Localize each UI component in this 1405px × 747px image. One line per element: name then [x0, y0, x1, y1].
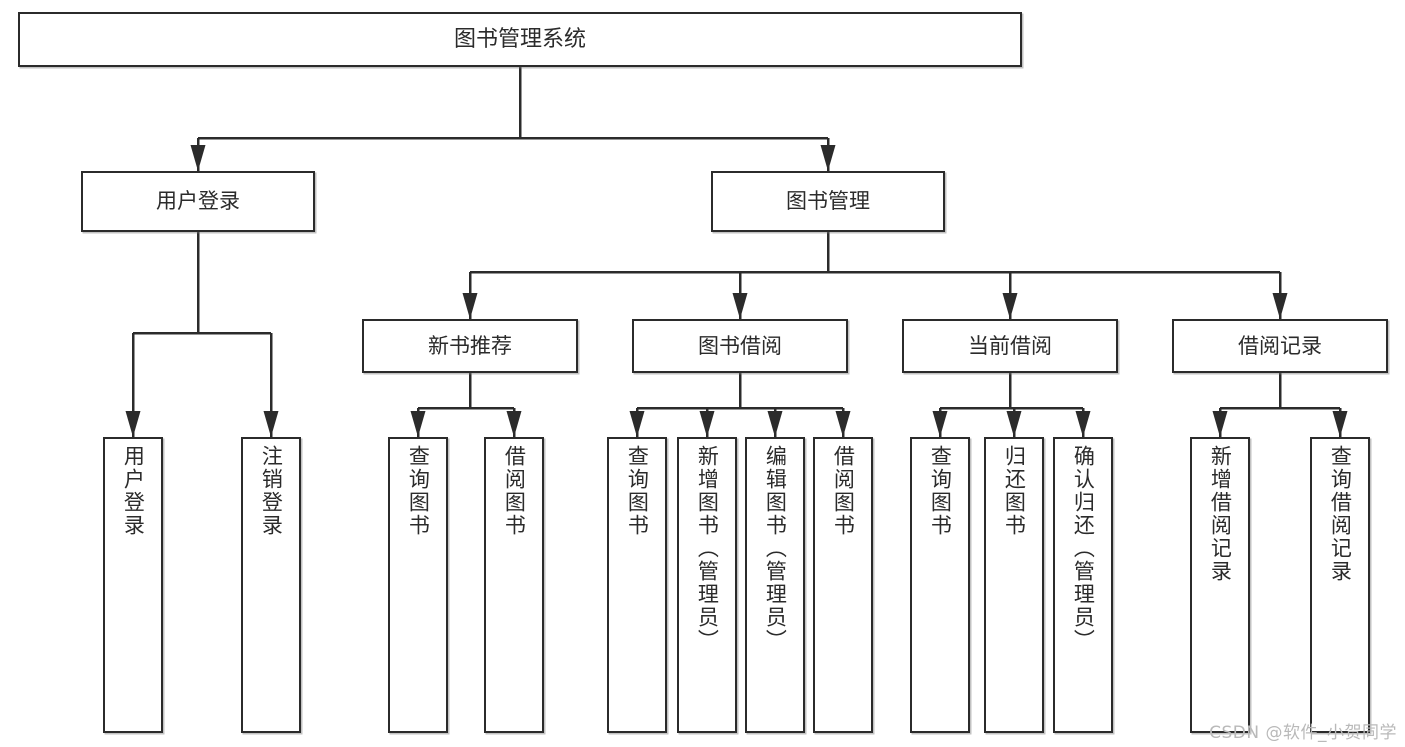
node-leaf-edit-book-label: 编辑图书（管理员）: [763, 445, 788, 652]
node-leaf-add-book[interactable]: 新增图书（管理员）: [677, 437, 737, 733]
watermark: CSDN @软件_小贺同学: [1209, 723, 1397, 743]
node-leaf-add-borrow-record[interactable]: 新增借阅记录: [1190, 437, 1250, 733]
node-leaf-query-book-current[interactable]: 查询图书: [910, 437, 970, 733]
node-new-book-recommend[interactable]: 新书推荐: [362, 319, 578, 373]
node-leaf-confirm-return-label: 确认归还（管理员）: [1071, 445, 1096, 652]
node-leaf-borrow-book-label: 借阅图书: [831, 445, 856, 537]
node-leaf-user-logout-label: 注销登录: [259, 445, 284, 537]
node-leaf-user-login[interactable]: 用户登录: [103, 437, 163, 733]
node-leaf-return-book[interactable]: 归还图书: [984, 437, 1044, 733]
node-leaf-add-borrow-record-label: 新增借阅记录: [1208, 445, 1233, 583]
node-root-label: 图书管理系统: [453, 26, 586, 52]
node-leaf-edit-book[interactable]: 编辑图书（管理员）: [745, 437, 805, 733]
node-book-management[interactable]: 图书管理: [711, 171, 945, 232]
node-leaf-query-borrow-record-label: 查询借阅记录: [1328, 445, 1353, 583]
node-current-borrow-label: 当前借阅: [968, 333, 1052, 358]
node-book-management-label: 图书管理: [786, 189, 870, 214]
node-book-borrow[interactable]: 图书借阅: [632, 319, 848, 373]
node-leaf-return-book-label: 归还图书: [1002, 445, 1027, 537]
node-borrow-record[interactable]: 借阅记录: [1172, 319, 1388, 373]
node-leaf-user-login-label: 用户登录: [121, 445, 146, 537]
node-root[interactable]: 图书管理系统: [18, 12, 1022, 67]
node-leaf-add-book-label: 新增图书（管理员）: [695, 445, 720, 652]
node-book-borrow-label: 图书借阅: [698, 333, 782, 358]
node-leaf-query-book-borrow-label: 查询图书: [625, 445, 650, 537]
node-new-book-recommend-label: 新书推荐: [428, 333, 512, 358]
node-user-login[interactable]: 用户登录: [81, 171, 315, 232]
node-leaf-query-book-rec[interactable]: 查询图书: [388, 437, 448, 733]
node-leaf-borrow-book-rec[interactable]: 借阅图书: [484, 437, 544, 733]
node-leaf-user-logout[interactable]: 注销登录: [241, 437, 301, 733]
node-leaf-query-book-borrow[interactable]: 查询图书: [607, 437, 667, 733]
node-leaf-borrow-book-rec-label: 借阅图书: [502, 445, 527, 537]
node-leaf-query-book-current-label: 查询图书: [928, 445, 953, 537]
node-current-borrow[interactable]: 当前借阅: [902, 319, 1118, 373]
node-user-login-label: 用户登录: [156, 189, 240, 214]
node-leaf-confirm-return[interactable]: 确认归还（管理员）: [1053, 437, 1113, 733]
node-leaf-query-book-rec-label: 查询图书: [406, 445, 431, 537]
node-leaf-borrow-book[interactable]: 借阅图书: [813, 437, 873, 733]
node-borrow-record-label: 借阅记录: [1238, 333, 1322, 358]
node-leaf-query-borrow-record[interactable]: 查询借阅记录: [1310, 437, 1370, 733]
